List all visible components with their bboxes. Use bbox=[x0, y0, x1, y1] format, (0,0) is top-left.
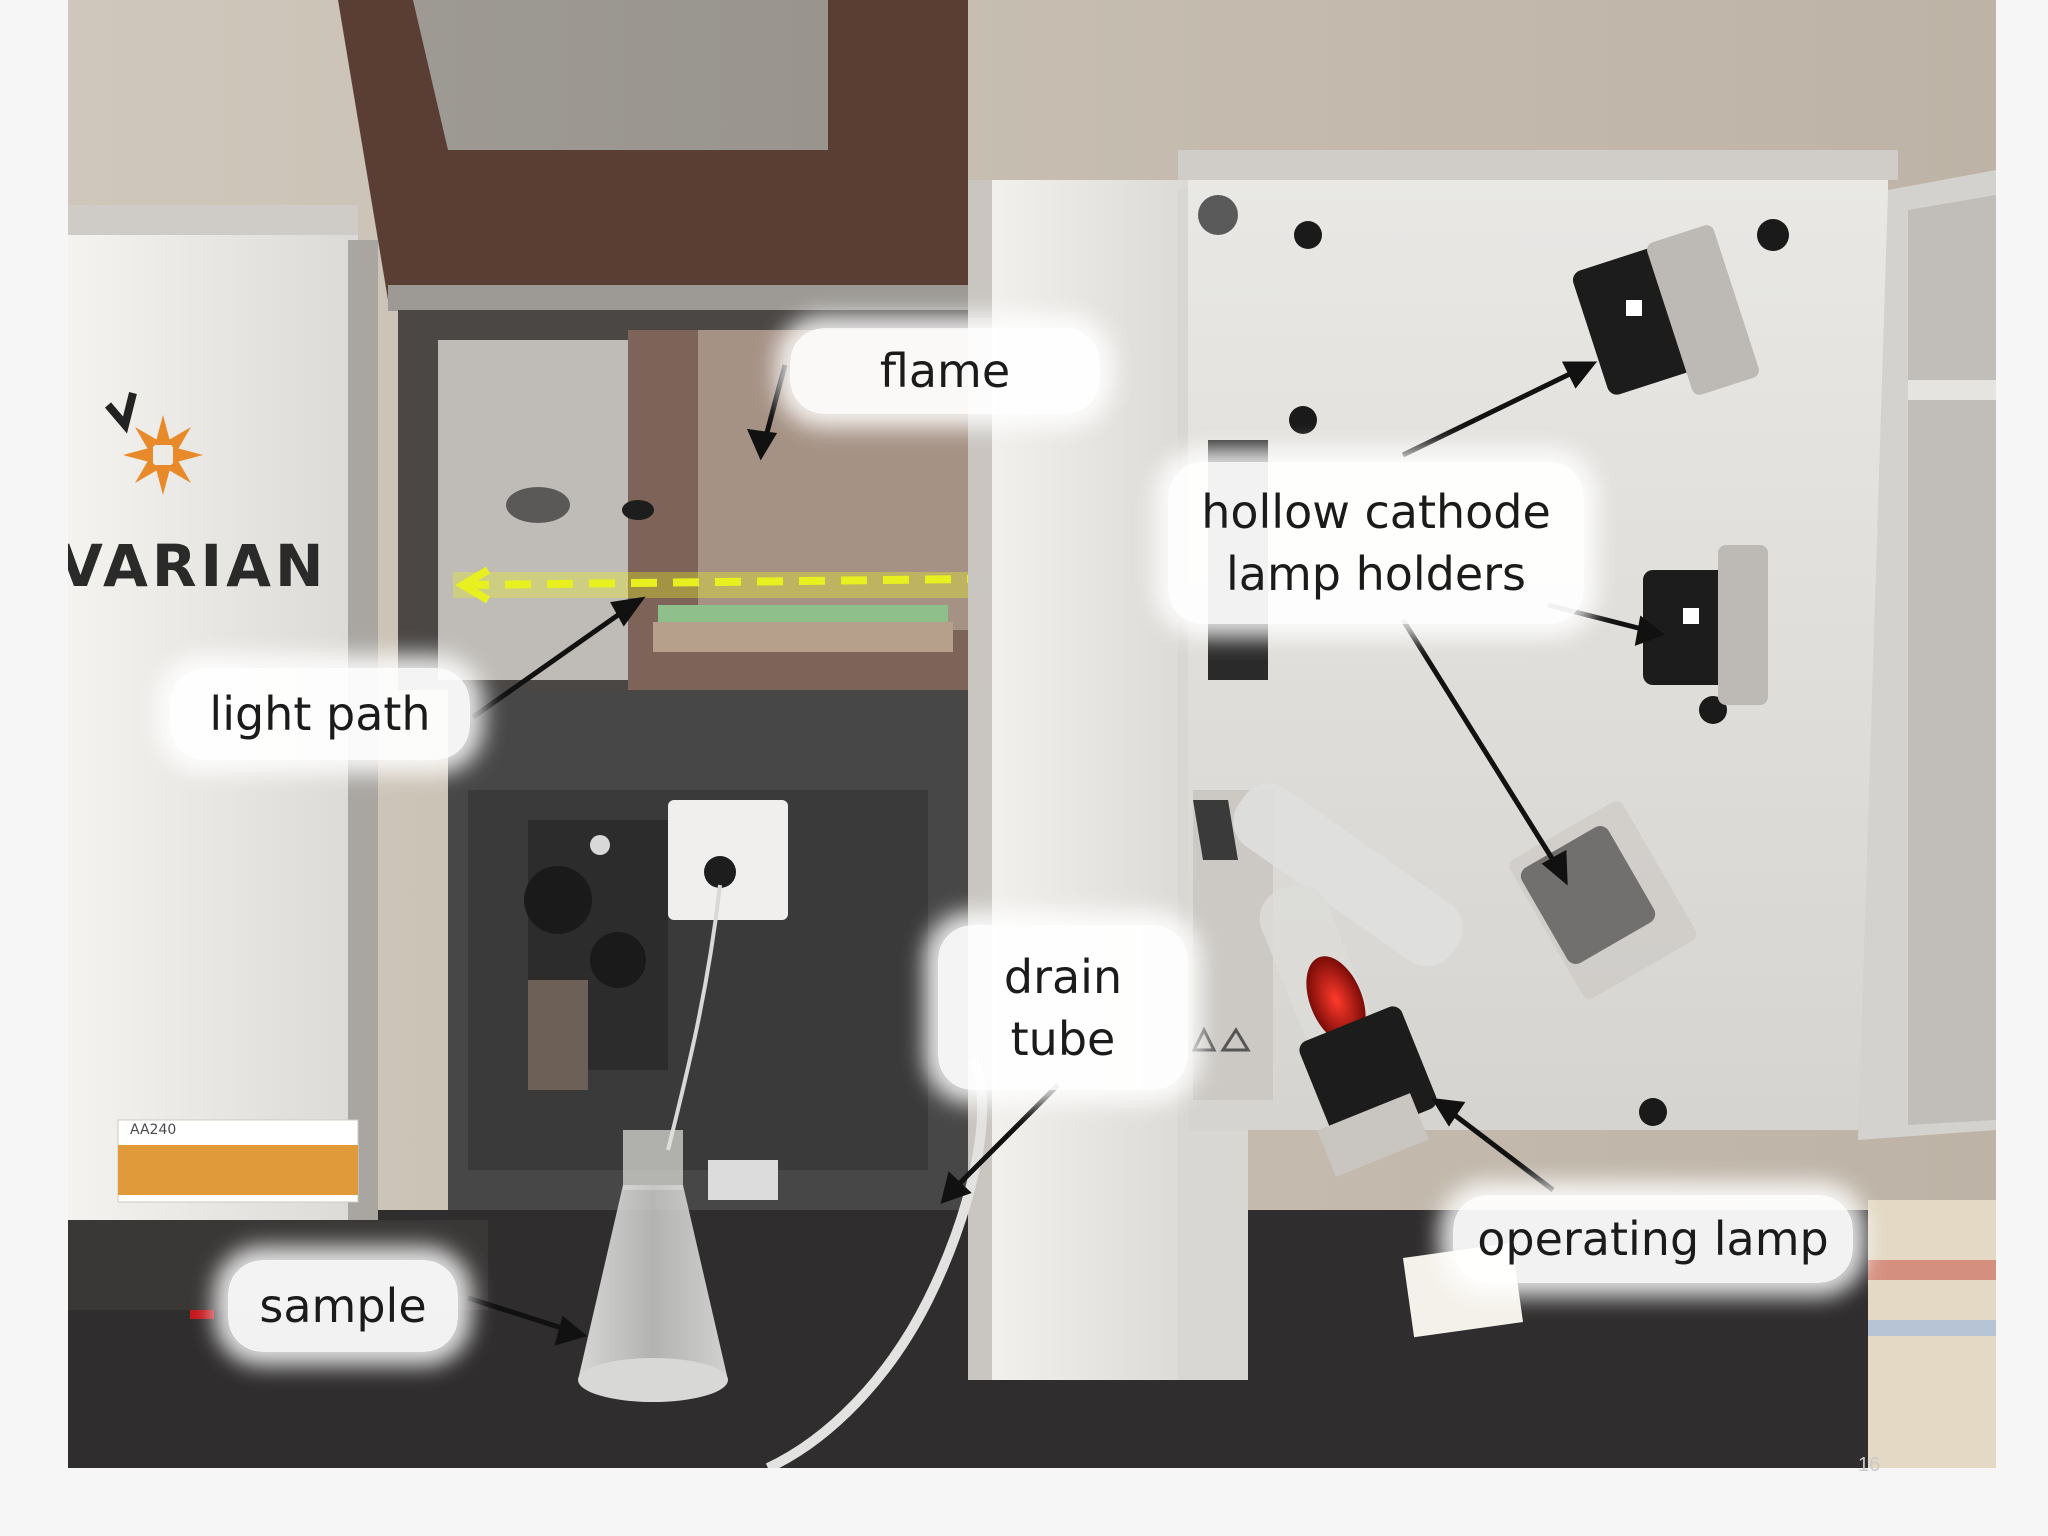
lamp-holder-1 bbox=[1572, 225, 1759, 395]
varian-logo-text: VARIAN bbox=[68, 532, 328, 600]
lamp-holder-2 bbox=[1643, 545, 1768, 705]
varian-logo-icon bbox=[104, 392, 203, 495]
label-flame: flame bbox=[790, 328, 1100, 414]
label-sample: sample bbox=[228, 1260, 458, 1352]
model-label: AA240 bbox=[130, 1122, 177, 1138]
drain-tube-line bbox=[765, 1057, 988, 1468]
light-path-beam bbox=[453, 566, 973, 604]
instrument-photo: VARIAN AA240 flame hollow cathode lamp h… bbox=[68, 0, 1996, 1468]
sample-flask bbox=[578, 1130, 728, 1402]
label-light-path: light path bbox=[170, 668, 470, 760]
annotation-arrows bbox=[467, 361, 1666, 1346]
slide-number: 16 bbox=[1858, 1454, 1881, 1476]
label-operating-lamp: operating lamp bbox=[1453, 1195, 1853, 1283]
label-hollow-cathode-lamp-holders: hollow cathode lamp holders bbox=[1168, 462, 1584, 624]
label-drain-tube: drain tube bbox=[938, 925, 1188, 1090]
operating-lamp bbox=[1259, 884, 1437, 1177]
